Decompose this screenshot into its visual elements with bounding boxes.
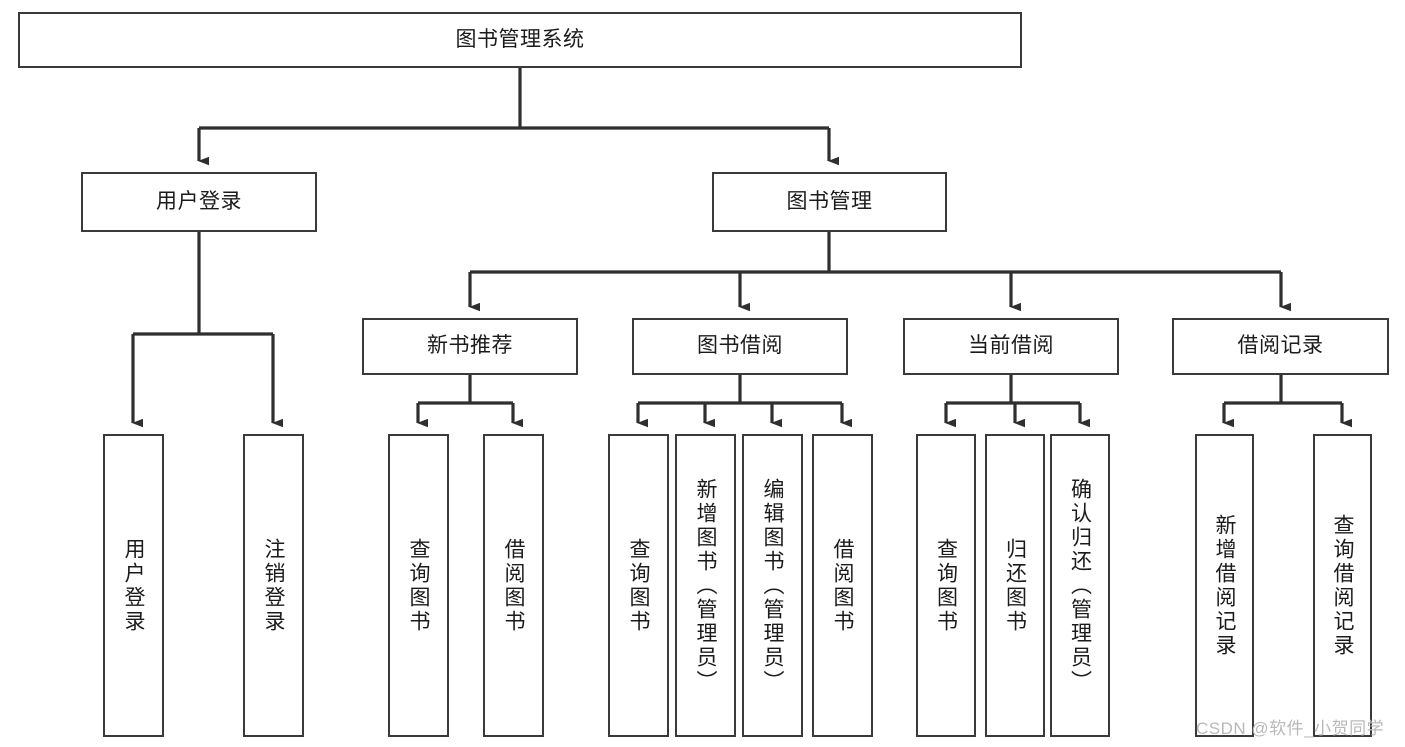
node-leaf-query-record[interactable]: 查询借阅记录	[1313, 434, 1372, 737]
node-leaf-add-record[interactable]: 新增借阅记录	[1195, 434, 1254, 737]
node-leaf-query-book-1[interactable]: 查询图书	[388, 434, 449, 737]
node-label: 确认归还（管理员）	[1068, 477, 1092, 694]
node-current-borrow[interactable]: 当前借阅	[903, 318, 1119, 375]
node-borrow-record[interactable]: 借阅记录	[1172, 318, 1389, 375]
node-leaf-logout[interactable]: 注销登录	[243, 434, 304, 737]
node-label: 查询图书	[627, 537, 650, 634]
node-leaf-edit-book[interactable]: 编辑图书（管理员）	[742, 434, 803, 737]
node-leaf-borrow-book-2[interactable]: 借阅图书	[812, 434, 873, 737]
node-new-book-recommend[interactable]: 新书推荐	[362, 318, 578, 375]
node-label: 查询图书	[934, 537, 958, 634]
node-book-borrow[interactable]: 图书借阅	[632, 318, 848, 375]
node-label: 查询借阅记录	[1331, 513, 1354, 658]
node-label: 新书推荐	[427, 334, 513, 358]
node-label: 归还图书	[1003, 537, 1027, 634]
node-user-login[interactable]: 用户登录	[81, 172, 317, 232]
node-label: 编辑图书（管理员）	[761, 477, 784, 694]
node-leaf-query-book-2[interactable]: 查询图书	[608, 434, 669, 737]
node-leaf-user-login[interactable]: 用户登录	[103, 434, 164, 737]
node-label: 用户登录	[122, 537, 145, 634]
node-book-manage[interactable]: 图书管理	[712, 172, 947, 232]
node-label: 新增借阅记录	[1213, 513, 1236, 658]
node-root-system[interactable]: 图书管理系统	[18, 12, 1022, 68]
node-label: 图书管理系统	[455, 27, 585, 51]
node-label: 当前借阅	[968, 334, 1054, 358]
node-label: 查询图书	[407, 537, 430, 634]
node-leaf-confirm-return[interactable]: 确认归还（管理员）	[1050, 434, 1110, 737]
node-label: 图书借阅	[697, 334, 783, 358]
node-leaf-query-book-3[interactable]: 查询图书	[916, 434, 976, 737]
watermark-text: CSDN @软件_小贺同学	[1196, 719, 1385, 738]
node-label: 借阅记录	[1237, 334, 1324, 358]
node-leaf-borrow-book-1[interactable]: 借阅图书	[483, 434, 544, 737]
node-label: 借阅图书	[831, 537, 854, 634]
node-label: 图书管理	[786, 189, 873, 213]
node-label: 注销登录	[262, 537, 285, 634]
node-label: 借阅图书	[502, 537, 525, 634]
node-label: 用户登录	[156, 189, 242, 213]
node-leaf-return-book[interactable]: 归还图书	[985, 434, 1045, 737]
node-label: 新增图书（管理员）	[694, 477, 717, 694]
node-leaf-add-book[interactable]: 新增图书（管理员）	[675, 434, 736, 737]
